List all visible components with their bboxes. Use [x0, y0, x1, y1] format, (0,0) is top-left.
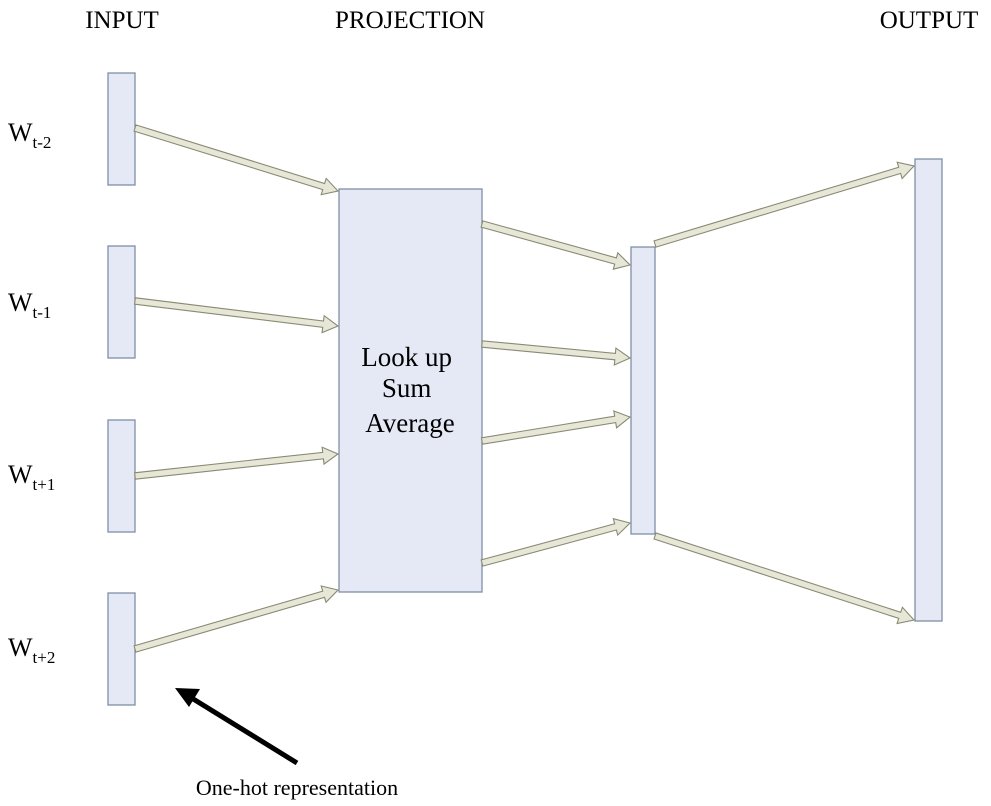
- svg-text:Wt+1: Wt+1: [8, 460, 55, 494]
- projection-line-lookup: Look up: [361, 342, 452, 372]
- input-label-2-subscript: t+1: [33, 475, 56, 494]
- arrow-projection-to-hidden-3: [480, 410, 632, 445]
- pointer-shaft: [188, 694, 299, 766]
- arrow-projection-to-hidden-1: [480, 220, 632, 270]
- projection-box: [338, 188, 483, 593]
- hidden-vector: [630, 246, 656, 535]
- input-label-1: Wt-1: [8, 288, 51, 322]
- input-label-3: Wt+2: [8, 633, 55, 667]
- projection-line-average: Average: [365, 408, 454, 438]
- arrow-input3-to-projection: [133, 585, 340, 653]
- projection-line-sum: Sum: [382, 373, 432, 403]
- projection-header: PROJECTION: [335, 7, 485, 34]
- input-vector-3: [107, 592, 136, 706]
- svg-text:Wt-1: Wt-1: [8, 288, 51, 322]
- arrow-projection-to-hidden-4: [480, 517, 632, 567]
- one-hot-annotation: One-hot representation: [196, 775, 398, 800]
- arrow-hidden-to-output-bottom: [653, 532, 916, 625]
- output-header: OUTPUT: [880, 7, 979, 34]
- input-vector-2: [107, 419, 136, 533]
- projection-text: Look up Sum Average: [361, 342, 459, 438]
- arrow-projection-to-hidden-2: [481, 340, 632, 366]
- pointer-head: [175, 688, 200, 707]
- arrow-input1-to-projection: [133, 297, 340, 334]
- arrows-group: [133, 124, 916, 653]
- arrow-hidden-to-output-top: [653, 161, 916, 248]
- input-header: INPUT: [85, 7, 159, 34]
- arrow-input2-to-projection: [134, 446, 340, 480]
- input-label-0: Wt-2: [8, 118, 51, 152]
- input-label-0-subscript: t-2: [33, 133, 52, 152]
- svg-text:Wt+2: Wt+2: [8, 633, 55, 667]
- arrow-input0-to-projection: [133, 124, 340, 196]
- input-label-3-subscript: t+2: [33, 648, 56, 667]
- one-hot-pointer-arrow: [175, 688, 299, 766]
- svg-text:Wt-2: Wt-2: [8, 118, 51, 152]
- input-vector-1: [107, 245, 136, 359]
- input-vector-0: [107, 72, 136, 186]
- input-label-2: Wt+1: [8, 460, 55, 494]
- output-vector: [914, 158, 943, 622]
- input-label-1-subscript: t-1: [33, 303, 52, 322]
